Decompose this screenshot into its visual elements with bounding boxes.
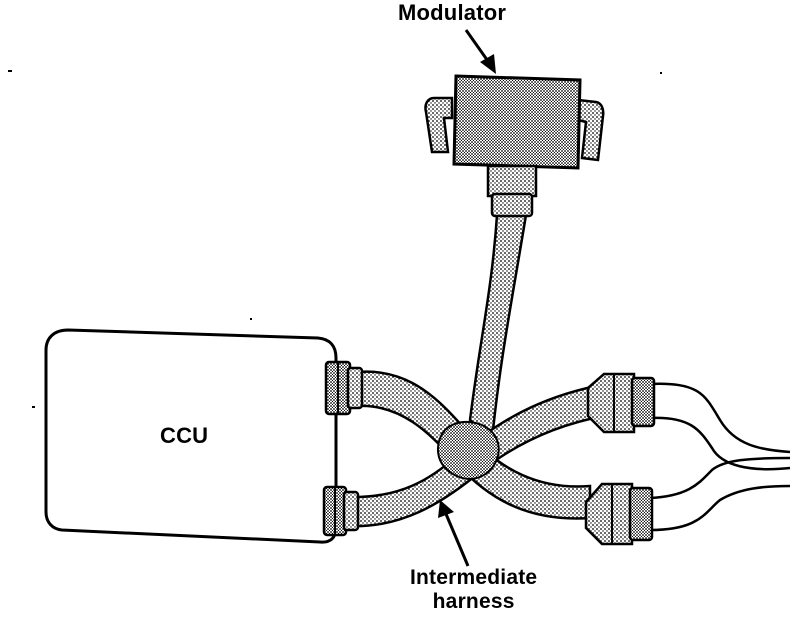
harness-label-line2: harness [432,590,515,613]
lower-right-connector [584,482,654,546]
harness-label-line1: Intermediate [410,566,538,589]
ccu-label: CCU [160,423,209,448]
output-wires [649,382,791,532]
modulator-unit [424,74,605,218]
modulator-label: Modulator [398,0,507,25]
upper-right-connector [586,372,656,434]
modulator-right-bracket [576,98,605,162]
ccu-lower-connector [322,485,360,537]
modulator-lead [468,213,528,443]
modulator-pointer-arrow [464,29,496,74]
modulator-neck-collar [490,192,534,218]
scan-specks [8,70,662,408]
harness-junction [436,421,500,480]
harness-pointer-arrow [438,500,470,567]
harness-label: Intermediate harness [410,566,537,614]
ccu-box [44,328,338,544]
harness-tubes [348,213,606,528]
modulator-neck [486,164,538,198]
modulator-body [452,74,582,170]
ccu-upper-connector [324,360,364,416]
modulator-left-bracket [424,96,454,154]
ccu-unit [44,328,364,544]
